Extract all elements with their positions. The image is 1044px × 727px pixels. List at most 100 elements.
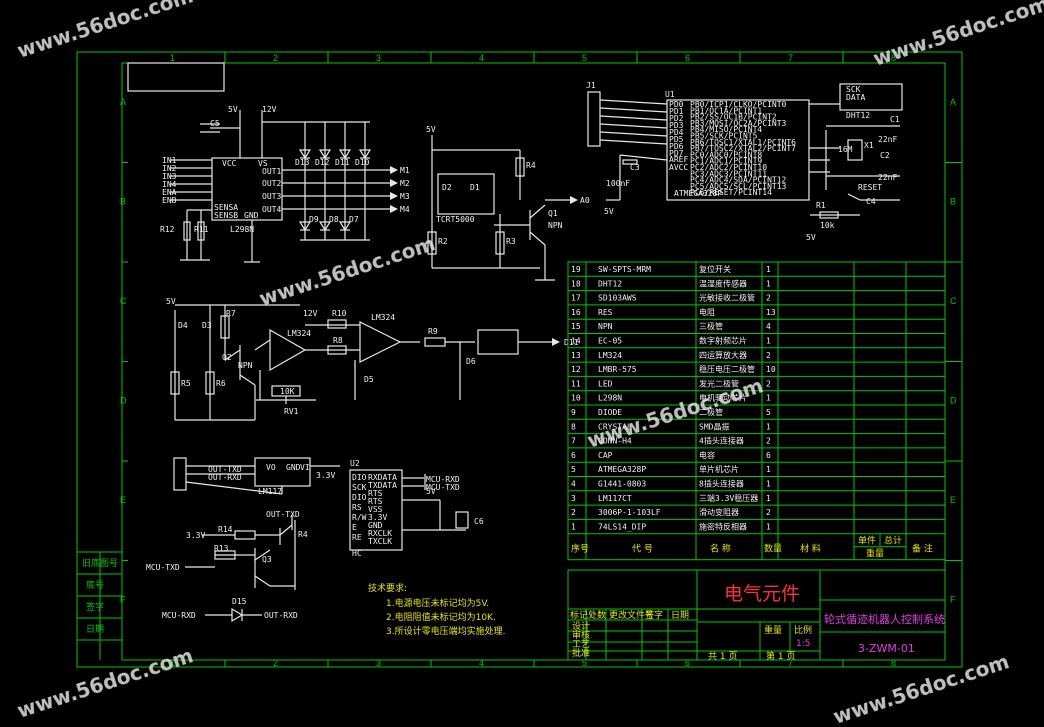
tcrt-label: TCRT5000 [436, 215, 475, 224]
grid-row-right-D: D [950, 396, 957, 406]
l298-vcc: VCC [222, 159, 237, 168]
u1-pin-left-2: PD2 [669, 114, 684, 123]
header-name: 名 称 [710, 543, 731, 555]
drawing-title: 电气元件 [724, 583, 800, 605]
u2-pin-left-5: E [352, 523, 357, 532]
u2-pin-right-4: VSS [368, 505, 383, 514]
d1-label: D1 [470, 183, 480, 192]
u2-pin-right-6: GND [368, 521, 383, 530]
notes-title: 技术要求: [368, 582, 407, 594]
part-no: 16 [571, 308, 581, 317]
part-no: 9 [571, 408, 576, 417]
title-block [567, 569, 946, 661]
comparator-circuit [170, 304, 560, 421]
part-no: 11 [571, 379, 581, 388]
u2-label: U2 [350, 459, 360, 468]
part-no: 1 [571, 522, 576, 531]
motor-out-m4: M4 [400, 205, 410, 214]
q2-type: NPN [238, 361, 253, 370]
part-code: LED [598, 379, 613, 388]
u2-pin-right-2: RTS [368, 489, 383, 498]
part-no: 18 [571, 279, 581, 288]
u2-pin-right-5: 3.3V [368, 513, 387, 522]
x1-value: 16M [838, 145, 853, 154]
u2-pin-left-4: R/W [352, 513, 367, 522]
grid-col-top-6: 6 [685, 53, 690, 63]
c1-value: 22nF [878, 135, 897, 144]
motor-driver-circuit [170, 110, 398, 263]
part-name: SMD晶振 [699, 421, 729, 431]
part-no: 4 [571, 480, 576, 489]
rv1-label: RV1 [284, 407, 299, 416]
u1-label: U1 [665, 90, 675, 99]
u1-pin-left-4: PD4 [669, 128, 684, 137]
grid-col-top-7: 7 [788, 53, 793, 63]
part-name: 二极管 [699, 407, 723, 417]
part-code: RES [598, 308, 613, 317]
r5-label: R5 [181, 379, 191, 388]
x1-label: X1 [864, 141, 874, 150]
lm117-vi: VI [300, 463, 310, 472]
d5-label: D5 [364, 375, 374, 384]
q1-type: NPN [548, 221, 563, 230]
part-name: 单片机芯片 [699, 464, 739, 474]
u1-pin-right-12: PC4/ADC4/SDA/PCINT12 [690, 176, 787, 185]
strip-label-2: 底号 [86, 579, 104, 590]
grid-row-right-A: A [950, 97, 956, 107]
grid-row-left-A: A [120, 97, 126, 107]
r7-label: R7 [226, 309, 236, 318]
part-code: SD103AWS [598, 294, 637, 303]
d3-label: D3 [202, 321, 212, 330]
part-no: 13 [571, 351, 581, 360]
u1-pin-left-5: PD5 [669, 135, 684, 144]
d11-label: D11 [564, 338, 579, 347]
part-qty: 2 [766, 294, 771, 303]
grid-col-top-5: 5 [582, 53, 587, 63]
l298-out2: OUT2 [262, 179, 281, 188]
part-name: 三极管 [699, 321, 723, 331]
u1-avcc: AVCC [669, 163, 688, 172]
grid-row-left-E: E [120, 495, 126, 505]
part-name: 四运算放大器 [699, 350, 747, 360]
out-txd-ls: OUT-TXD [266, 510, 300, 519]
part-no: 6 [571, 451, 576, 460]
r4-ls-label: R4 [298, 530, 308, 539]
project-name: 轮式循迹机器人控制系统 [824, 612, 945, 626]
strip-label-1: 旧底图号 [82, 557, 118, 568]
part-code: CAP [598, 451, 613, 460]
c3-label: C3 [630, 163, 640, 172]
watermark-3: www.56doc.com [256, 231, 438, 311]
strip-label-4: 日期 [86, 624, 104, 634]
part-code: DHT12 [598, 279, 622, 288]
scale-value: 1:5 [796, 639, 810, 649]
u2-pin-left-1: SCK [352, 483, 367, 492]
motor-out-m3: M3 [400, 192, 410, 201]
part-qty: 1 [766, 337, 771, 346]
u1-pin-left-6: PD6 [669, 142, 684, 151]
motor-out-m2: M2 [400, 179, 410, 188]
grid-col-bottom-4: 4 [479, 658, 484, 668]
lm324-a: LM324 [287, 329, 311, 338]
part-qty: 2 [766, 437, 771, 446]
part-qty: 1 [766, 465, 771, 474]
part-code: EC-05 [598, 337, 622, 346]
part-name: 8插头连接器 [699, 479, 744, 489]
part-qty: 1 [766, 394, 771, 403]
r10-label: R10 [332, 309, 347, 318]
part-qty: 13 [766, 308, 776, 317]
part-name: 三端3.3V稳压器 [699, 493, 758, 503]
part-name: 施密特反相器 [699, 521, 747, 531]
grid-row-left-B: B [120, 197, 126, 207]
r11-label: R11 [194, 225, 209, 234]
u1-pin-right-1: PB1/OC1A/PCINT1 [690, 106, 762, 115]
grid-col-top-1: 1 [170, 53, 175, 63]
grid-col-bottom-6: 6 [685, 658, 690, 668]
r8-label: R8 [333, 336, 343, 345]
part-no: 15 [571, 322, 581, 331]
r13-label: R13 [214, 544, 229, 553]
grid-col-bottom-7: 7 [788, 658, 793, 668]
tb-role-label-1: 审核 [572, 629, 590, 641]
